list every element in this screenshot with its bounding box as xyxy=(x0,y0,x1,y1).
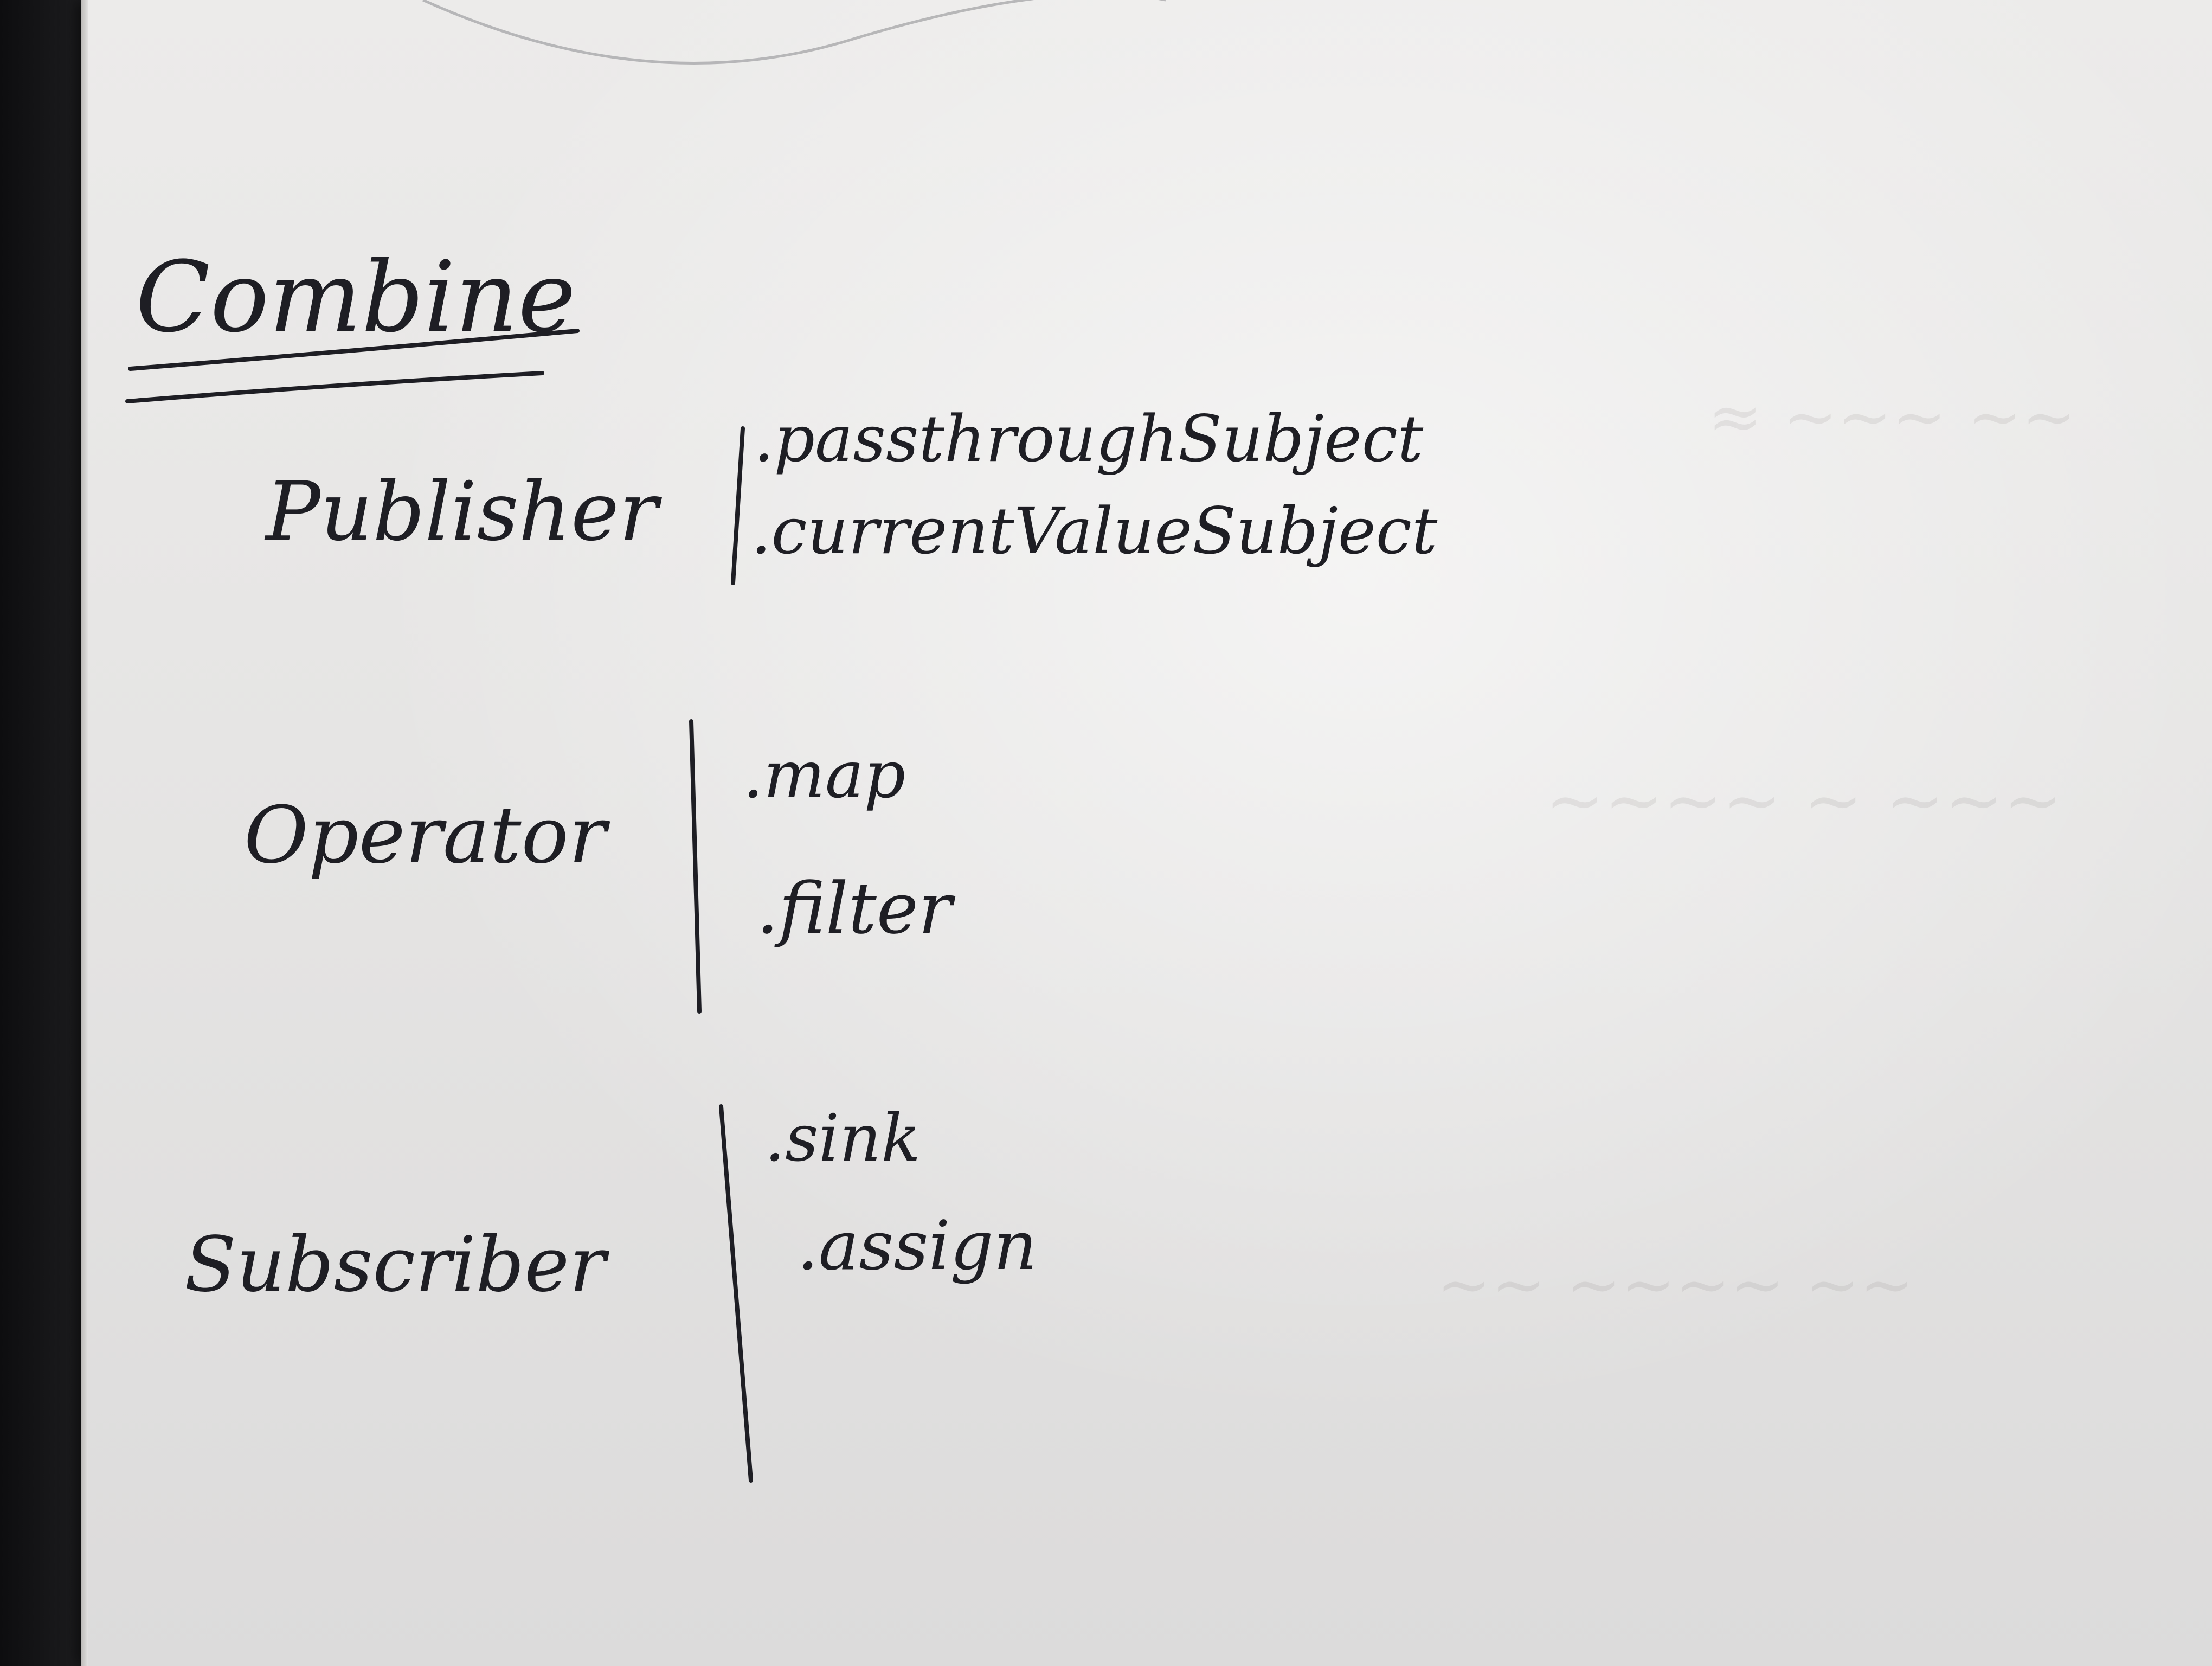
operator-item-2: .filter xyxy=(756,867,956,950)
publisher-item-1: .passthroughSubject xyxy=(754,401,1424,476)
publisher-item-2: .currentValueSubject xyxy=(751,494,1438,568)
operator-item-1: .map xyxy=(743,738,905,813)
bleed-through-marks: ≈ ~~~ ~~ xyxy=(1708,380,2076,455)
notebook-page: ≈ ~~~ ~~ ~~~~ ~ ~~~ ~~ ~~~~ ~~ xyxy=(81,0,2212,1666)
bleed-through-marks: ~~~~ ~ ~~~ xyxy=(1545,759,2063,842)
section-divider xyxy=(719,1104,753,1483)
page-edge xyxy=(81,0,88,1666)
section-label-operator: Operator xyxy=(244,790,610,881)
pencil-arc xyxy=(422,0,1166,65)
notes-title: Combine xyxy=(136,241,576,354)
section-divider xyxy=(689,719,702,1014)
title-underline xyxy=(125,371,544,403)
title-underline xyxy=(128,329,580,371)
bleed-through-marks: ~~ ~~~~ ~~ xyxy=(1437,1247,1914,1323)
subscriber-item-1: .sink xyxy=(764,1101,921,1176)
section-divider xyxy=(731,426,745,585)
section-label-subscriber: Subscriber xyxy=(184,1221,609,1309)
subscriber-item-2: .assign xyxy=(797,1207,1037,1285)
section-label-publisher: Publisher xyxy=(264,465,663,559)
